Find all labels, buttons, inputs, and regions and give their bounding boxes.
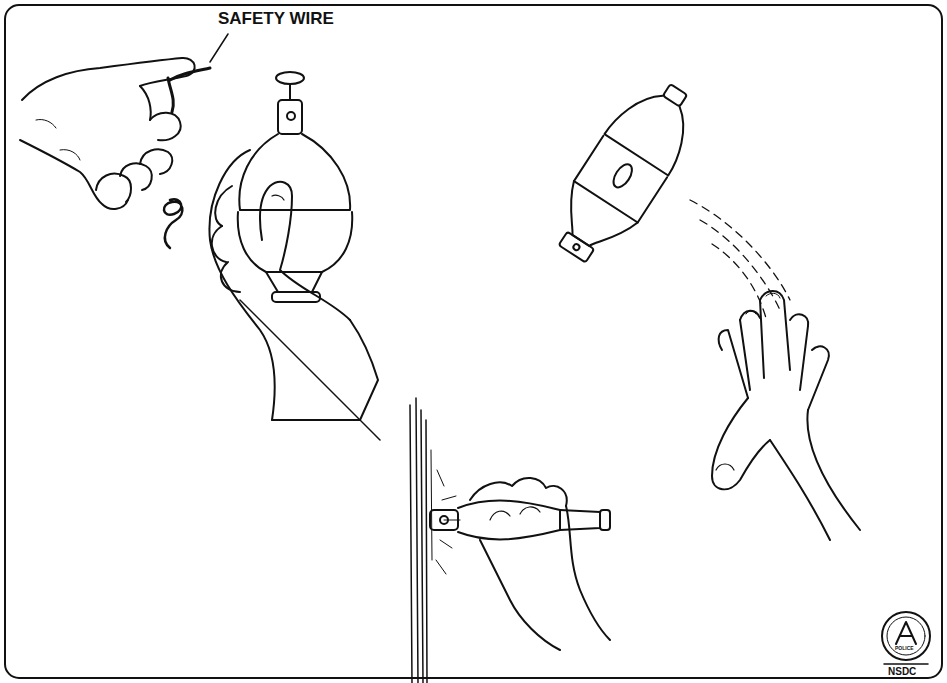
index-finger	[760, 291, 790, 370]
hand-outline	[209, 150, 274, 420]
knuckles	[470, 478, 567, 506]
wrist	[566, 506, 610, 640]
callout-label: SAFETY WIRE	[218, 10, 334, 27]
grenade-body	[458, 501, 560, 540]
sleeve-cuff	[272, 419, 360, 421]
frame-border	[5, 5, 942, 678]
grenade-knob	[276, 72, 304, 84]
grenade-flying	[540, 69, 710, 275]
grenade-fuze	[278, 100, 302, 134]
wire	[168, 78, 173, 112]
motion-lines	[690, 200, 790, 318]
finger-line	[140, 86, 151, 120]
grenade-top	[239, 134, 350, 210]
sleeve	[240, 300, 380, 440]
fuze-hole	[440, 516, 448, 524]
index-finger	[760, 300, 764, 378]
thumbnail	[272, 195, 284, 200]
grenade-ring	[600, 510, 610, 530]
motion-line	[690, 200, 790, 300]
finger-tip	[740, 311, 760, 320]
thumb	[150, 113, 181, 141]
logo-text: POLICE	[895, 646, 914, 651]
safety-wire	[164, 68, 210, 248]
thumbnail	[716, 464, 734, 470]
wall-line	[431, 450, 432, 560]
wall-line	[410, 405, 412, 683]
little-finger	[808, 346, 829, 410]
finger	[140, 149, 172, 174]
finger	[719, 330, 748, 398]
palm	[480, 540, 560, 650]
fuze-hole	[287, 112, 295, 120]
leader-line	[210, 34, 228, 62]
ring-finger	[790, 314, 808, 390]
grenade-held	[238, 72, 353, 302]
spark-lines	[436, 470, 460, 574]
finger	[96, 174, 131, 202]
finger	[212, 226, 226, 262]
wall	[410, 398, 460, 683]
finger	[221, 262, 240, 292]
grenade-window	[610, 161, 636, 190]
logo-emblem	[896, 622, 916, 644]
grenade-fuze	[559, 232, 595, 263]
hand-striking	[470, 478, 610, 650]
finger	[120, 163, 152, 190]
grenade-stem	[289, 84, 291, 100]
thumb	[712, 398, 770, 489]
grenade-fuze	[430, 510, 458, 530]
grenade-cap	[663, 84, 687, 107]
crease	[36, 119, 56, 128]
logo-text: NSDC	[888, 667, 916, 677]
hand-holding-grenade	[209, 150, 380, 440]
fingernails	[746, 293, 780, 314]
middle-finger	[740, 320, 750, 390]
grenade-body	[574, 136, 667, 223]
hand-pulling-wire	[20, 58, 195, 209]
thumb	[260, 182, 350, 320]
logo-rule	[884, 663, 928, 665]
finger-lines	[490, 507, 540, 520]
wall-line	[416, 398, 418, 683]
fuze-hole	[572, 243, 580, 251]
wall-line	[421, 410, 423, 683]
finger	[215, 186, 232, 226]
grenade-top	[604, 80, 703, 175]
wire	[170, 68, 210, 80]
police-logo	[882, 612, 930, 664]
logo-ring	[882, 612, 930, 660]
wire-coil	[164, 199, 182, 248]
wall-line	[426, 420, 427, 683]
wrist	[350, 320, 378, 420]
grenade-base	[560, 510, 600, 530]
hand-throwing	[712, 291, 860, 540]
wrist	[770, 440, 830, 540]
crease	[60, 150, 80, 160]
motion-line	[700, 220, 780, 310]
grenade-body	[238, 212, 353, 272]
motion-line	[712, 244, 766, 318]
logo-inner-ring	[887, 617, 925, 655]
grenade-striking	[430, 501, 610, 540]
